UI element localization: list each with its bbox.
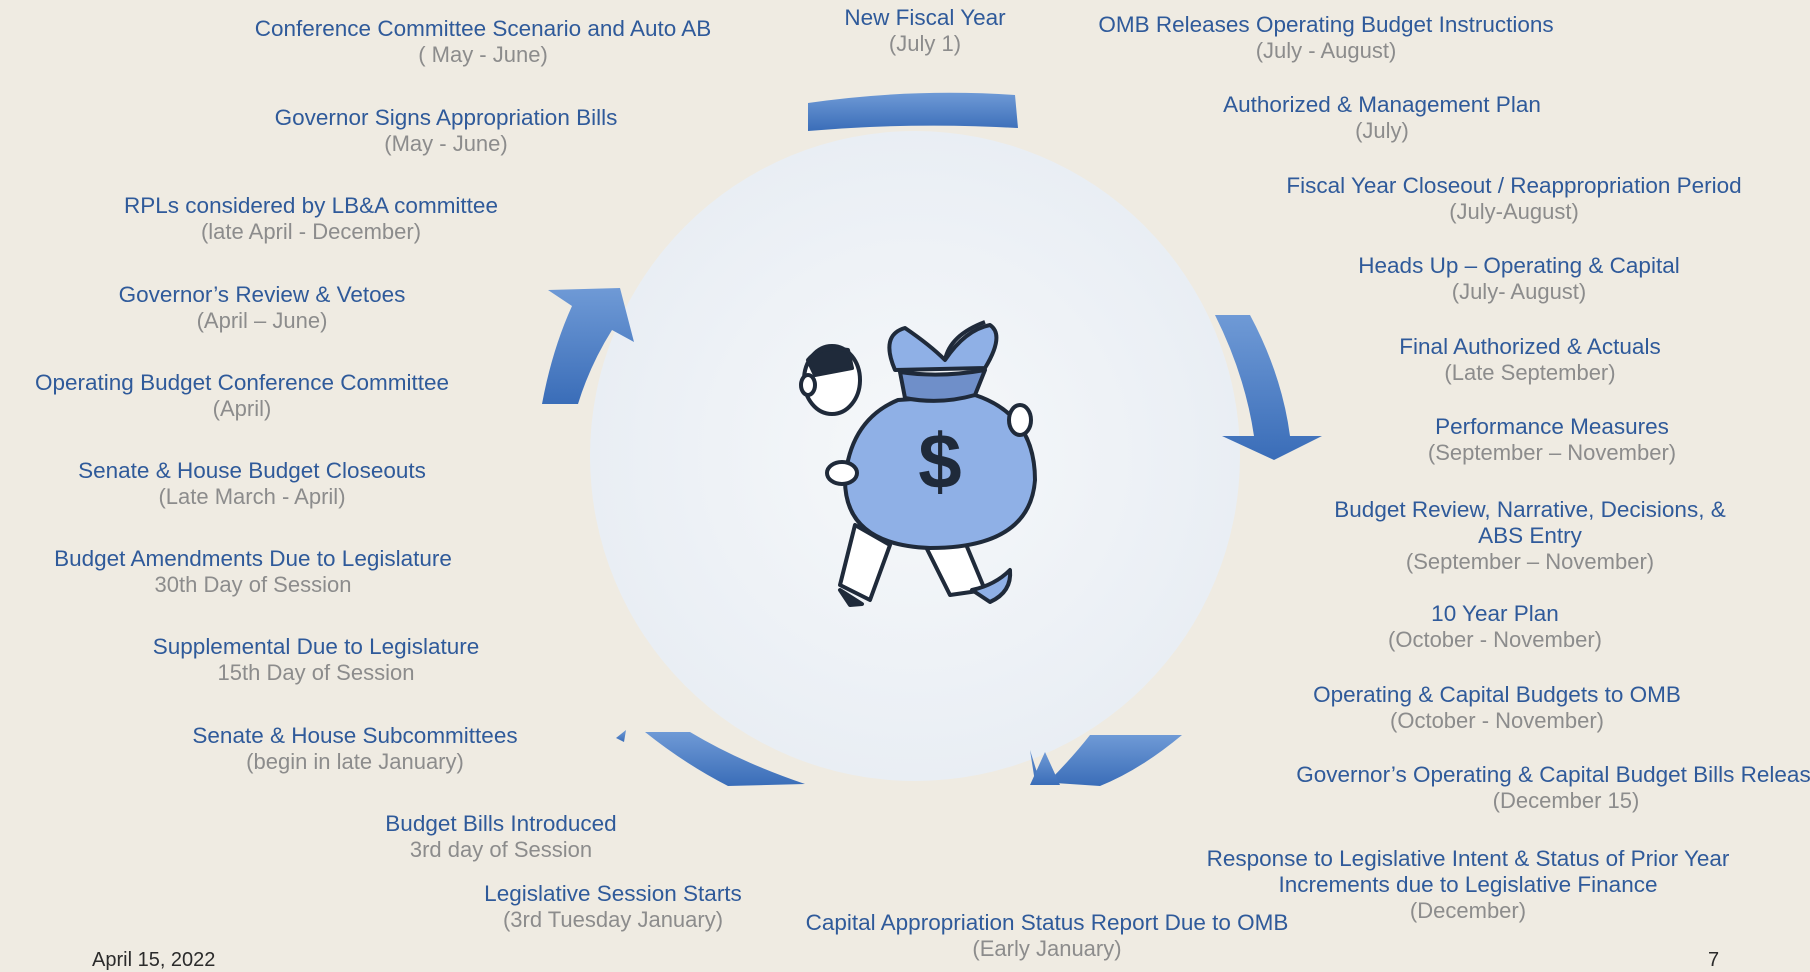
cycle-item: Response to Legislative Intent & Status … [1207, 846, 1730, 924]
cycle-item: Authorized & Management Plan (July) [1223, 92, 1541, 144]
item-title: Budget Bills Introduced [385, 811, 617, 836]
cycle-item: Budget Amendments Due to Legislature 30t… [54, 546, 452, 598]
item-title-line2: Increments due to Legislative Finance [1278, 872, 1658, 897]
item-title: Heads Up – Operating & Capital [1358, 253, 1680, 278]
item-title: Governor’s Operating & Capital Budget Bi… [1296, 762, 1810, 787]
item-date: (late April - December) [200, 219, 422, 244]
item-title: Governor’s Review & Vetoes [118, 282, 406, 307]
cycle-item: RPLs considered by LB&A committee (late … [124, 193, 498, 245]
item-title: Conference Committee Scenario and Auto A… [254, 16, 712, 41]
cycle-item: Senate & House Budget Closeouts (Late Ma… [78, 458, 426, 510]
cycle-item: Heads Up – Operating & Capital (July- Au… [1358, 253, 1679, 305]
item-title: Supplemental Due to Legislature [152, 634, 480, 659]
cycle-item: Final Authorized & Actuals (Late Septemb… [1399, 334, 1660, 386]
cycle-item: Operating Budget Conference Committee (A… [35, 370, 449, 422]
item-date: 15th Day of Session [217, 660, 415, 685]
item-date: (October - November) [1390, 708, 1604, 733]
cycle-item: Performance Measures (September – Novemb… [1428, 414, 1676, 466]
cycle-item: Legislative Session Starts (3rd Tuesday … [484, 881, 742, 933]
item-title: Performance Measures [1435, 414, 1669, 439]
cycle-arrow-top [808, 92, 1018, 131]
item-date: (Late March - April) [158, 484, 346, 509]
item-date: (July 1) [888, 31, 962, 56]
item-title: Capital Appropriation Status Report Due … [805, 910, 1289, 935]
cycle-item: Supplemental Due to Legislature 15th Day… [153, 634, 479, 686]
item-date: 3rd day of Session [409, 837, 593, 862]
item-date: (3rd Tuesday January) [502, 907, 724, 932]
item-date: (September – November) [1405, 549, 1655, 574]
item-date: (September – November) [1427, 440, 1677, 465]
item-title: New Fiscal Year [844, 5, 1006, 30]
item-title: Governor Signs Appropriation Bills [274, 105, 618, 130]
item-title: Budget Amendments Due to Legislature [54, 546, 452, 571]
item-title: Senate & House Budget Closeouts [78, 458, 426, 483]
cycle-item: Budget Bills Introduced 3rd day of Sessi… [385, 811, 616, 863]
cycle-arrow-right [1215, 315, 1322, 460]
item-date: (July- August) [1451, 279, 1587, 304]
item-title: Legislative Session Starts [484, 881, 742, 906]
item-date: (July) [1355, 118, 1409, 143]
cycle-item: Governor Signs Appropriation Bills (May … [275, 105, 618, 157]
footer-date: April 15, 2022 [92, 949, 216, 971]
cycle-item: Governor’s Review & Vetoes (April – June… [119, 282, 406, 334]
item-date: (December) [1409, 898, 1527, 923]
cycle-item: 10 Year Plan (October - November) [1388, 601, 1602, 653]
item-date: 30th Day of Session [154, 572, 352, 597]
item-date: (December 15) [1492, 788, 1640, 813]
cycle-item: Fiscal Year Closeout / Reappropriation P… [1286, 173, 1741, 225]
item-title: 10 Year Plan [1431, 601, 1559, 626]
page-number: 7 [1708, 949, 1720, 971]
item-title: Authorized & Management Plan [1223, 92, 1541, 117]
item-title: Operating & Capital Budgets to OMB [1313, 682, 1681, 707]
cycle-arrow-bottom-left [645, 732, 805, 786]
cycle-item: Budget Review, Narrative, Decisions, & A… [1334, 497, 1725, 575]
cycle-item: OMB Releases Operating Budget Instructio… [1098, 12, 1553, 64]
item-date: (May - June) [384, 131, 508, 156]
cycle-item: Operating & Capital Budgets to OMB (Octo… [1313, 682, 1681, 734]
item-title: Budget Review, Narrative, Decisions, & [1334, 497, 1726, 522]
item-date: (April – June) [196, 308, 328, 333]
item-title: OMB Releases Operating Budget Instructio… [1098, 12, 1554, 37]
item-date: (Early January) [972, 936, 1122, 961]
item-title: Final Authorized & Actuals [1399, 334, 1661, 359]
item-date: (April) [212, 396, 272, 421]
item-title-line2: ABS Entry [1478, 523, 1582, 548]
svg-text:$: $ [918, 417, 961, 505]
cycle-arrow-left [542, 288, 634, 404]
item-title: Operating Budget Conference Committee [35, 370, 449, 395]
item-date: (October - November) [1388, 627, 1602, 652]
cycle-item: Conference Committee Scenario and Auto A… [255, 16, 712, 68]
item-date: (July - August) [1255, 38, 1397, 63]
item-title: Senate & House Subcommittees [192, 723, 518, 748]
cycle-item: New Fiscal Year (July 1) [844, 5, 1005, 57]
item-title: Response to Legislative Intent & Status … [1206, 846, 1730, 871]
cycle-arrow-bottom-right-head [1030, 752, 1060, 785]
item-title: Fiscal Year Closeout / Reappropriation P… [1286, 173, 1742, 198]
item-date: (Late September) [1444, 360, 1616, 385]
cycle-arrow-bottom-right [1030, 735, 1182, 786]
item-date: (begin in late January) [246, 749, 464, 774]
item-title: RPLs considered by LB&A committee [124, 193, 498, 218]
cycle-item: Governor’s Operating & Capital Budget Bi… [1296, 762, 1810, 814]
money-bag-man-icon: $ [799, 320, 1037, 607]
cycle-arrow-bottom-left-tip [616, 730, 626, 742]
item-date: (July-August) [1449, 199, 1579, 224]
item-date: ( May - June) [418, 42, 548, 67]
cycle-item: Senate & House Subcommittees (begin in l… [192, 723, 517, 775]
cycle-item: Capital Appropriation Status Report Due … [806, 910, 1289, 962]
